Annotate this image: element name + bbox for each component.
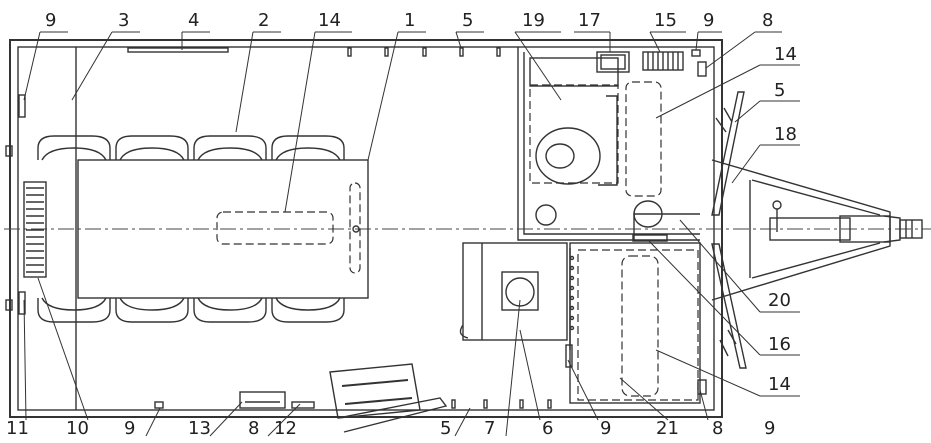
tank-7	[501, 271, 539, 311]
callout-bottom-7: 7	[484, 418, 495, 438]
callout-top-5: 5	[462, 10, 473, 31]
door-marker-top	[697, 61, 707, 77]
callout-bottom-6: 6	[542, 418, 553, 438]
callout-bottom-11: 11	[6, 418, 29, 438]
callout-right-5: 5	[774, 80, 785, 101]
callouts-top: 9 3 4 2 14 1 5 19 17 15 9 8	[45, 10, 773, 31]
callout-right-18: 18	[774, 124, 797, 145]
callouts-right: 14 5 18 20 16 14 9	[764, 44, 797, 439]
vent-17	[596, 51, 630, 73]
callout-top-14: 14	[318, 10, 341, 31]
callout-top-2: 2	[258, 10, 269, 31]
callout-top-4: 4	[188, 10, 199, 31]
fitting-9-bottom	[154, 401, 164, 409]
callout-right-14b: 14	[768, 374, 791, 395]
wc-floor-drain	[535, 204, 557, 226]
entrance-step-12	[329, 363, 448, 433]
chairs-top-row	[37, 135, 345, 161]
callout-bottom-9: 9	[124, 418, 135, 438]
callout-top-3: 3	[118, 10, 129, 31]
callout-bottom-8: 8	[248, 418, 259, 438]
callout-right-9: 9	[764, 418, 775, 438]
top-window-strip	[127, 47, 229, 53]
callout-bottom-12: 12	[274, 418, 297, 438]
bottom-brackets	[451, 399, 552, 409]
sink-16	[632, 200, 700, 242]
callout-bottom-5: 5	[440, 418, 451, 438]
table-socket	[352, 225, 360, 233]
callout-top-19: 19	[522, 10, 545, 31]
wc-light-14	[625, 81, 662, 197]
door-marker-bottom	[697, 379, 707, 395]
callout-top-1: 1	[404, 10, 415, 31]
item-13	[239, 391, 286, 409]
storage-room-21	[565, 242, 701, 404]
fitting-9-top-right	[691, 49, 701, 57]
stabilizer-arms	[711, 91, 747, 369]
callout-bottom-10: 10	[66, 418, 89, 438]
callouts-bottom: 11 10 9 13 8 12 5 7 6 9 21 8	[6, 418, 723, 439]
rear-stub-bottom	[5, 299, 13, 311]
callout-top-15: 15	[654, 10, 677, 31]
table-end-light	[349, 182, 361, 274]
callout-top-9b: 9	[703, 10, 714, 31]
vent-grille-15	[642, 51, 684, 71]
table-light-14	[216, 211, 334, 245]
wall-fitting-left-bottom	[18, 291, 26, 315]
cabinet-6	[459, 242, 568, 341]
wc-toilet	[535, 127, 601, 185]
conference-table	[77, 159, 369, 299]
wall-fitting-left-top	[18, 94, 26, 118]
callout-bottom-8b: 8	[712, 418, 723, 438]
callout-right-14: 14	[774, 44, 797, 65]
callout-top-9: 9	[45, 10, 56, 31]
top-brackets	[347, 47, 501, 57]
callout-top-17: 17	[578, 10, 601, 31]
rear-stub-top	[5, 145, 13, 157]
chairs-bottom-row	[37, 297, 345, 323]
callout-top-8: 8	[762, 10, 773, 31]
rear-grille	[23, 181, 47, 278]
leader-lines	[23, 31, 800, 437]
drawbar-18	[711, 159, 923, 301]
callout-bottom-21: 21	[656, 418, 679, 438]
callout-bottom-9b: 9	[600, 418, 611, 438]
callout-right-20: 20	[768, 290, 791, 311]
callout-bottom-13: 13	[188, 418, 211, 438]
callout-right-16: 16	[768, 334, 791, 355]
item-8-bottom	[291, 401, 315, 409]
